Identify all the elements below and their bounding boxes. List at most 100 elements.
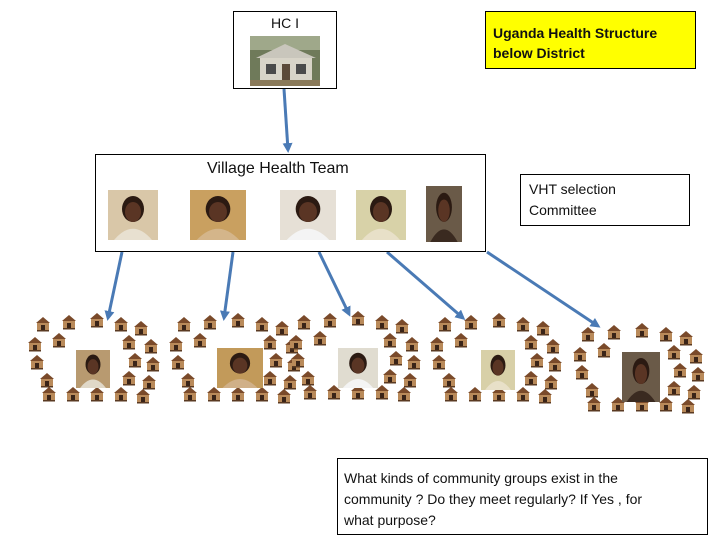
hut-icon	[128, 353, 142, 368]
hut-icon	[442, 373, 456, 388]
hut-icon	[177, 317, 191, 332]
arrow-vht-to-village-2	[219, 251, 235, 321]
hut-icon	[375, 385, 389, 400]
village-vht-photo-1	[76, 350, 110, 388]
hut-icon	[351, 311, 365, 326]
hut-icon	[122, 335, 136, 350]
question-box: What kinds of community groups exist in …	[337, 458, 708, 535]
hut-icon	[575, 365, 589, 380]
hut-icon	[263, 335, 277, 350]
hut-icon	[389, 351, 403, 366]
hut-icon	[611, 397, 625, 412]
hut-icon	[530, 353, 544, 368]
arrow-vht-to-village-3	[317, 251, 351, 317]
hut-icon	[430, 337, 444, 352]
hut-icon	[291, 353, 305, 368]
hut-icon	[573, 347, 587, 362]
question-line1: What kinds of community groups exist in …	[344, 470, 618, 486]
hut-icon	[597, 343, 611, 358]
hc1-label: HC I	[271, 15, 299, 31]
hut-icon	[114, 387, 128, 402]
hut-icon	[275, 321, 289, 336]
hut-icon	[114, 317, 128, 332]
hut-icon	[263, 371, 277, 386]
hut-icon	[468, 387, 482, 402]
hut-icon	[146, 357, 160, 372]
hut-icon	[313, 331, 327, 346]
hut-icon	[42, 387, 56, 402]
hut-icon	[397, 387, 411, 402]
hut-icon	[52, 333, 66, 348]
hut-icon	[659, 327, 673, 342]
hut-icon	[607, 325, 621, 340]
hut-icon	[585, 383, 599, 398]
arrow-vht-to-village-1	[104, 251, 124, 321]
hut-icon	[536, 321, 550, 336]
hut-icon	[407, 355, 421, 370]
hut-icon	[444, 387, 458, 402]
hut-icon	[679, 331, 693, 346]
hut-icon	[395, 319, 409, 334]
hut-icon	[301, 371, 315, 386]
hut-icon	[66, 387, 80, 402]
hut-icon	[667, 345, 681, 360]
hut-icon	[464, 315, 478, 330]
vht-box: Village Health Team	[95, 154, 486, 252]
hc1-box: HC I	[233, 11, 337, 89]
hut-icon	[255, 387, 269, 402]
arrow-hc1-to-vht	[282, 88, 293, 153]
hut-icon	[327, 385, 341, 400]
vht-committee-box: VHT selection Committee	[520, 174, 690, 226]
hut-icon	[546, 339, 560, 354]
hut-icon	[171, 355, 185, 370]
hut-icon	[516, 387, 530, 402]
vht-committee-line2: Committee	[529, 202, 597, 218]
hut-icon	[90, 387, 104, 402]
hut-icon	[40, 373, 54, 388]
village-vht-photo-5	[622, 352, 660, 402]
hut-icon	[277, 389, 291, 404]
hut-icon	[269, 353, 283, 368]
hut-icon	[581, 327, 595, 342]
vht-member-photo-2	[190, 190, 246, 240]
hut-icon	[255, 317, 269, 332]
hut-icon	[659, 397, 673, 412]
vht-member-photo-5	[426, 186, 462, 242]
hut-icon	[538, 389, 552, 404]
hut-icon	[183, 387, 197, 402]
hut-icon	[30, 355, 44, 370]
hut-icon	[203, 315, 217, 330]
hut-icon	[169, 337, 183, 352]
hut-icon	[438, 317, 452, 332]
hut-icon	[90, 313, 104, 328]
hut-icon	[405, 337, 419, 352]
hut-icon	[323, 313, 337, 328]
hut-icon	[193, 333, 207, 348]
hut-icon	[403, 373, 417, 388]
hut-icon	[383, 369, 397, 384]
hut-icon	[548, 357, 562, 372]
hut-icon	[303, 385, 317, 400]
hut-icon	[691, 367, 705, 382]
hut-icon	[62, 315, 76, 330]
arrow-vht-to-village-4	[386, 250, 466, 320]
hut-icon	[289, 335, 303, 350]
hut-icon	[689, 349, 703, 364]
question-line2: community ? Do they meet regularly? If Y…	[344, 491, 643, 507]
hut-icon	[375, 315, 389, 330]
hut-icon	[136, 389, 150, 404]
hut-icon	[454, 333, 468, 348]
hut-icon	[524, 371, 538, 386]
hut-icon	[635, 323, 649, 338]
vht-member-photo-3	[280, 190, 336, 240]
hut-icon	[144, 339, 158, 354]
hut-icon	[587, 397, 601, 412]
hut-icon	[687, 385, 701, 400]
vht-member-photo-1	[108, 190, 158, 240]
hut-icon	[383, 333, 397, 348]
hut-icon	[524, 335, 538, 350]
hut-icon	[673, 363, 687, 378]
hut-icon	[231, 313, 245, 328]
